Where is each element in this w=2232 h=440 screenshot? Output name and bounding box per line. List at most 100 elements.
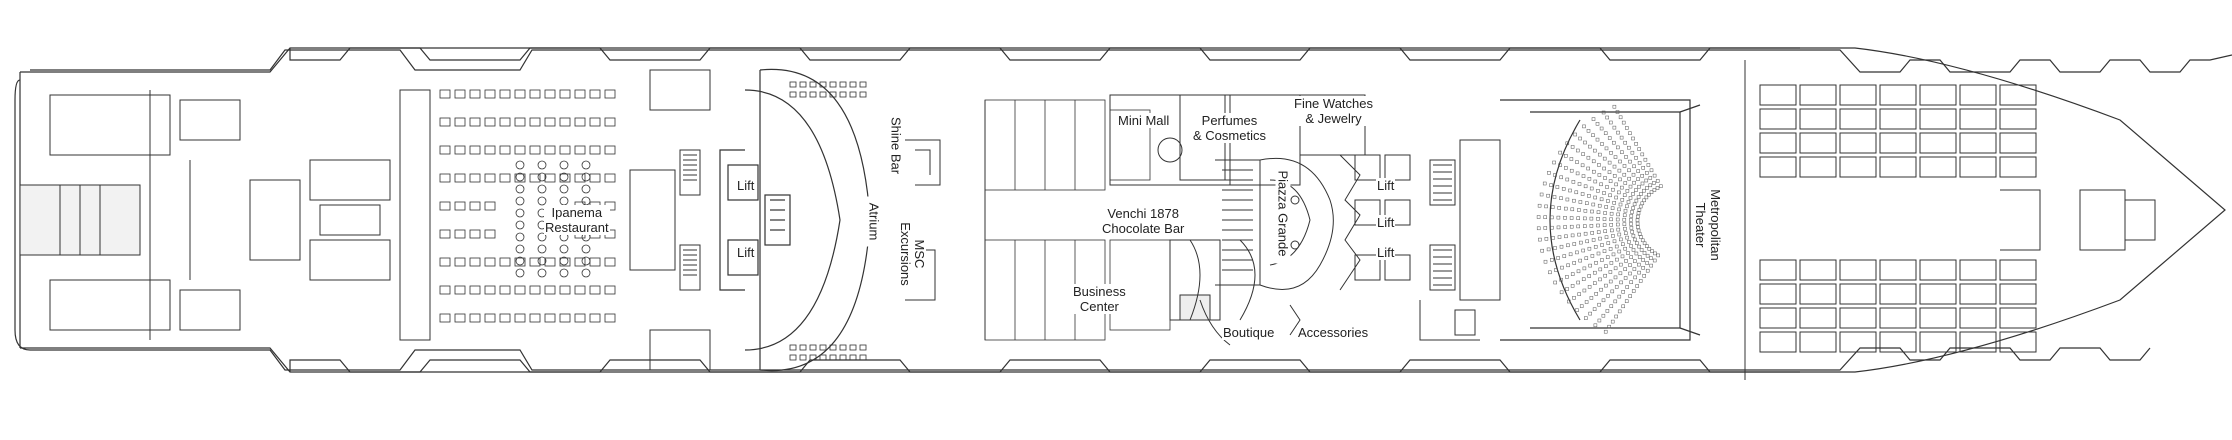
theater-seat <box>1612 104 1617 109</box>
cabin <box>1959 132 1997 154</box>
metropolitan-label-line1: Metropolitan <box>1708 189 1723 261</box>
theater-seat <box>1634 251 1639 256</box>
restaurant-table <box>544 89 556 99</box>
label-piazza-grande: Piazza Grande <box>1275 163 1291 264</box>
label-fine-watches-jewelry: Fine Watches & Jewelry <box>1293 96 1374 126</box>
theater-seat <box>1589 216 1594 221</box>
theater-seat <box>1599 197 1604 202</box>
theater-seat <box>1602 223 1607 227</box>
atrium-seat <box>839 344 847 351</box>
atrium-seat <box>799 344 807 351</box>
theater-seat <box>1606 199 1610 203</box>
cabin <box>1759 307 1797 329</box>
restaurant-seat <box>581 172 591 182</box>
theater-seat <box>1628 271 1632 276</box>
theater-seat <box>1594 261 1598 265</box>
cabin <box>1799 283 1837 305</box>
theater-seat <box>1548 270 1552 275</box>
restaurant-table <box>469 257 481 267</box>
theater-seat <box>1631 136 1635 141</box>
theater-seat <box>1618 202 1623 207</box>
theater-seat <box>1568 252 1573 257</box>
theater-seat <box>1623 276 1628 280</box>
theater-seat <box>1629 214 1634 218</box>
theater-seat <box>1572 198 1576 203</box>
theater-seat <box>1565 275 1569 279</box>
theater-seat <box>1552 195 1557 199</box>
label-lift-upper-right: Lift <box>1376 178 1396 193</box>
cabin <box>1879 156 1917 178</box>
theater-seat <box>1604 205 1608 209</box>
atrium-seat <box>839 91 847 98</box>
theater-seat <box>1587 194 1591 198</box>
theater-seat <box>1612 140 1616 145</box>
restaurant-table <box>484 229 496 239</box>
theater-seat <box>1652 173 1657 178</box>
atrium-seat <box>809 354 817 361</box>
theater-seat <box>1613 266 1618 271</box>
theater-seat <box>1614 244 1619 249</box>
restaurant-table <box>604 257 616 267</box>
theater-seat <box>1587 246 1592 251</box>
theater-seat <box>1610 228 1614 233</box>
theater-seat <box>1628 131 1632 135</box>
theater-seat <box>1648 183 1653 188</box>
theater-seat <box>1599 287 1603 292</box>
theater-seat <box>1624 155 1628 159</box>
theater-seat <box>1619 262 1623 267</box>
theater-seat <box>1586 166 1590 171</box>
theater-seat <box>1636 195 1641 199</box>
theater-seat <box>1604 264 1608 268</box>
atrium-seat <box>809 81 817 88</box>
theater-seat <box>1628 196 1633 200</box>
theater-seat <box>1544 237 1549 241</box>
theater-seat <box>1633 259 1637 263</box>
label-venchi-chocolate-bar: Venchi 1878 Chocolate Bar <box>1101 206 1186 236</box>
theater-seat <box>1611 234 1615 238</box>
label-lift-lower-right: Lift <box>1376 245 1396 260</box>
cabin <box>1759 331 1797 353</box>
forward-lifts <box>1354 139 1501 341</box>
theater-seat <box>1645 171 1649 175</box>
theater-seat <box>1617 207 1621 212</box>
restaurant-table <box>574 145 586 155</box>
theater-seat <box>1628 159 1632 164</box>
theater-seat <box>1609 217 1613 222</box>
theater-seat <box>1630 150 1635 155</box>
theater-seat <box>1609 223 1613 227</box>
theater-seat <box>1627 168 1631 173</box>
theater-seat <box>1576 148 1580 153</box>
restaurant-table <box>574 89 586 99</box>
theater-seat <box>1576 216 1580 220</box>
theater-seat <box>1600 243 1604 247</box>
restaurant-seat <box>537 160 547 170</box>
theater-seat <box>1630 210 1634 214</box>
restaurant-table <box>454 229 466 239</box>
theater-seat <box>1537 203 1542 208</box>
theater-seat <box>1574 190 1579 195</box>
theater-seat <box>1655 186 1660 190</box>
restaurant-seat <box>515 208 525 218</box>
theater-seat <box>1600 142 1604 146</box>
label-shine-bar: Shine Bar <box>888 110 904 181</box>
theater-seat <box>1616 130 1620 135</box>
theater-seat <box>1645 244 1649 248</box>
atrium-seat <box>809 344 817 351</box>
theater-seat <box>1656 253 1660 258</box>
theater-seat <box>1637 255 1642 259</box>
theater-seat <box>1553 173 1557 177</box>
restaurant-table <box>469 285 481 295</box>
theater-seat <box>1604 283 1608 288</box>
cabin <box>1999 84 2037 106</box>
theater-seat <box>1635 284 1639 288</box>
restaurant-table <box>574 117 586 127</box>
restaurant-table <box>484 313 496 323</box>
cabin <box>1759 84 1797 106</box>
theater-seat <box>1612 125 1617 130</box>
theater-seat <box>1581 174 1586 178</box>
restaurant-table <box>574 313 586 323</box>
theater-seat <box>1546 193 1550 198</box>
restaurant-seat <box>581 196 591 206</box>
theater-seat <box>1578 258 1582 263</box>
theater-seat <box>1638 279 1643 283</box>
